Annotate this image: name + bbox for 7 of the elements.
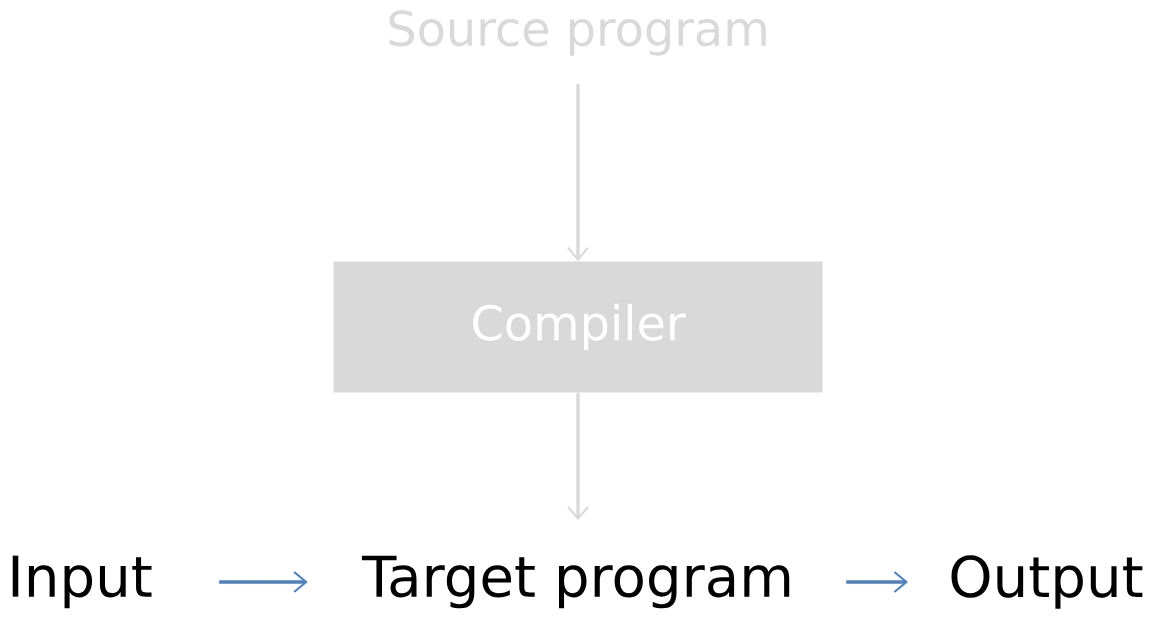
bare-text: Input [12,555,152,609]
arrow [846,571,909,593]
bare-text: Output [951,555,1143,609]
arrow [567,392,589,521]
arrow [219,571,308,593]
arrow [567,84,589,262]
bare-text: Target program [361,555,790,609]
